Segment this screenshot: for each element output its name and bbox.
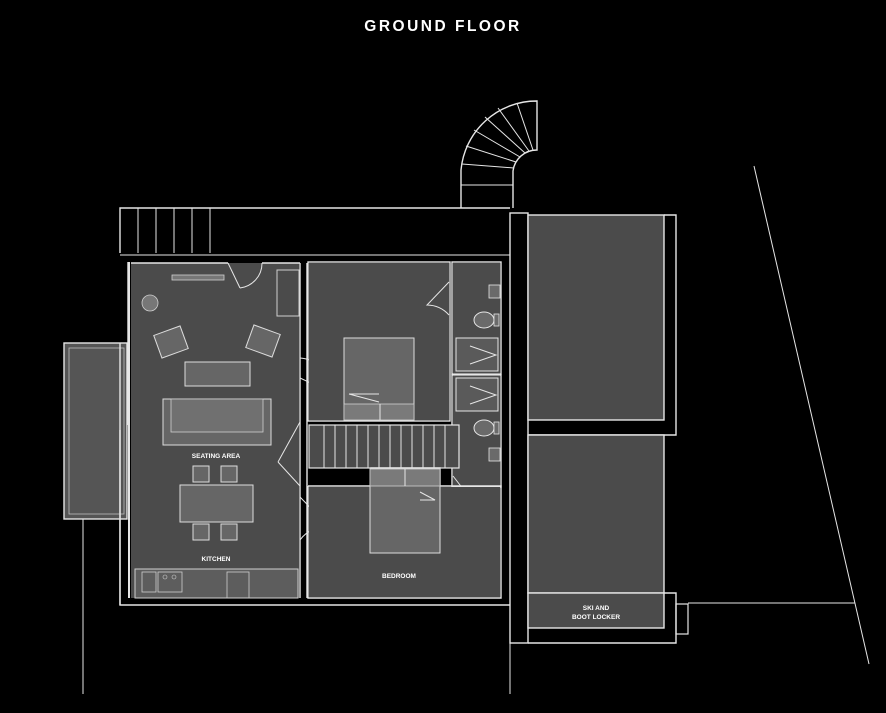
spiral-staircase: [460, 100, 538, 208]
label-kitchen: KITCHEN: [202, 556, 231, 563]
bedroom-bottom: [307, 467, 502, 599]
label-ski-locker-2: BOOT LOCKER: [572, 614, 620, 621]
living-kitchen-room: [131, 262, 332, 599]
site-lines: [82, 165, 870, 694]
entrance-terrace: [119, 207, 510, 256]
building-walls: [119, 262, 528, 606]
bedroom-top: [307, 261, 451, 422]
balcony: [63, 342, 128, 520]
label-bedroom: BEDROOM: [382, 573, 416, 580]
label-ski-locker-1: SKI AND: [583, 605, 610, 612]
floor-title: GROUND FLOOR: [364, 18, 522, 35]
internal-stairs: [308, 424, 460, 469]
bathrooms: [451, 261, 502, 508]
annex: [509, 212, 689, 644]
label-seating-area: SEATING AREA: [192, 453, 241, 460]
